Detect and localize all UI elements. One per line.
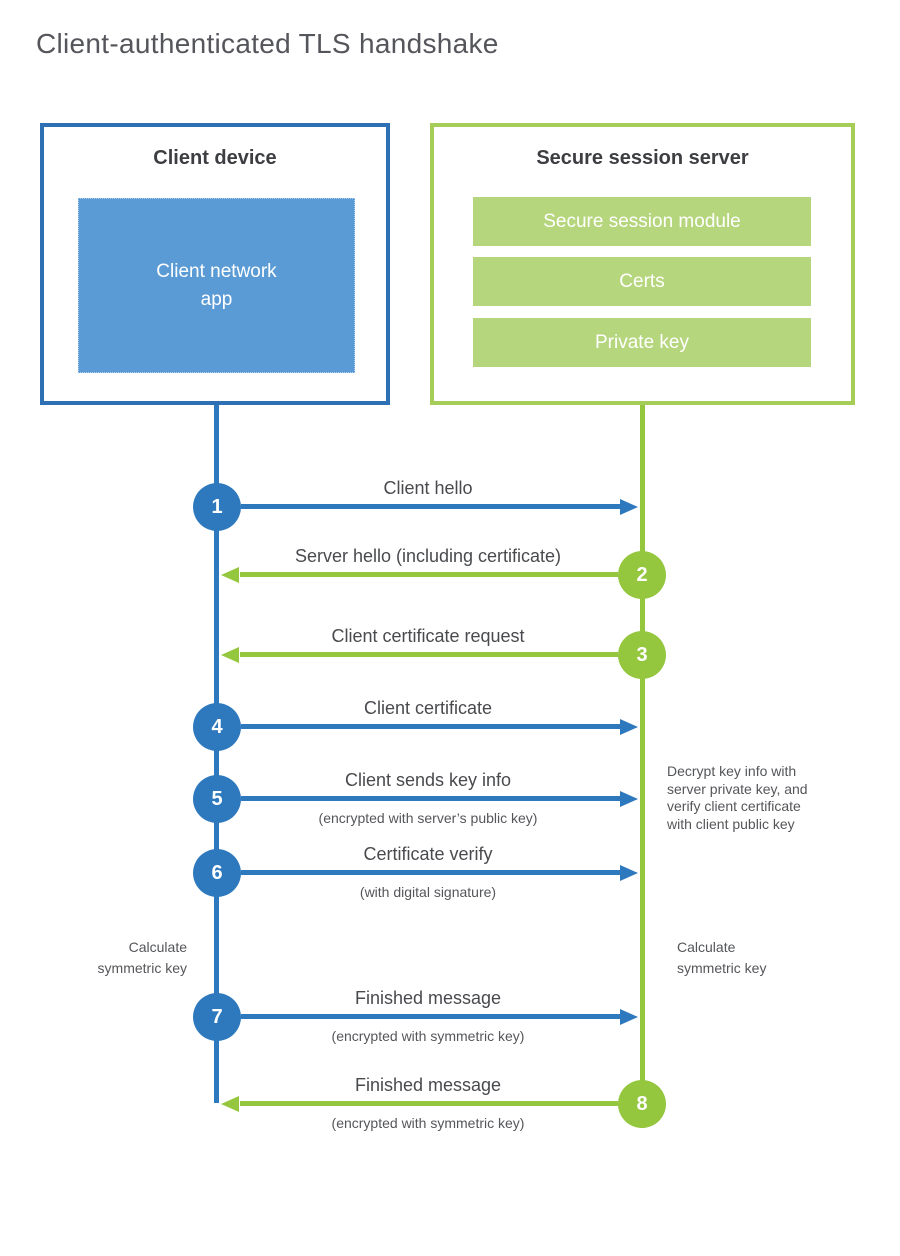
step-2-badge: 2 xyxy=(618,551,666,599)
step-7-badge: 7 xyxy=(193,993,241,1041)
step-6-arrow-shaft xyxy=(241,870,620,875)
step-5-badge: 5 xyxy=(193,775,241,823)
client-lifeline xyxy=(214,405,219,1103)
step-5-arrowhead-right-icon xyxy=(620,791,638,807)
step-2-message: Server hello (including certificate) xyxy=(294,546,562,566)
calculate-symmetric-key-note-client: Calculate symmetric key xyxy=(97,939,187,976)
step-8-badge: 8 xyxy=(618,1080,666,1128)
step-1-arrow-shaft xyxy=(241,504,620,509)
secure-session-server-title: Secure session server xyxy=(536,147,749,169)
step-4-arrow-shaft xyxy=(241,724,620,729)
step-8-arrowhead-left-icon xyxy=(221,1096,239,1112)
decrypt-key-note: Decrypt key info with server private key… xyxy=(667,763,808,832)
step-7-arrowhead-right-icon xyxy=(620,1009,638,1025)
step-3-arrowhead-left-icon xyxy=(221,647,239,663)
server-module-private-key: Private key xyxy=(473,318,811,367)
secure-session-server-box: Secure session server Secure session mod… xyxy=(430,123,855,405)
step-6-badge: 6 xyxy=(193,849,241,897)
client-network-app-box: Client network app xyxy=(78,198,355,373)
step-7-arrow-shaft xyxy=(241,1014,620,1019)
step-2-arrowhead-left-icon xyxy=(221,567,239,583)
step-6-message: Certificate verify xyxy=(363,844,493,864)
step-8-arrow-shaft xyxy=(240,1101,618,1106)
step-8-message: Finished message xyxy=(354,1075,502,1095)
step-8-message-note: (encrypted with symmetric key) xyxy=(331,1115,525,1131)
step-4-message: Client certificate xyxy=(363,698,493,718)
step-4-arrowhead-right-icon xyxy=(620,719,638,735)
step-7-message-note: (encrypted with symmetric key) xyxy=(331,1028,525,1044)
calculate-symmetric-key-note-server: Calculate symmetric key xyxy=(677,939,767,976)
step-5-arrow-shaft xyxy=(241,796,620,801)
client-device-title: Client device xyxy=(153,147,277,169)
step-1-arrowhead-right-icon xyxy=(620,499,638,515)
step-3-message: Client certificate request xyxy=(331,626,525,646)
step-5-message: Client sends key info xyxy=(344,770,512,790)
server-module-certs: Certs xyxy=(473,257,811,306)
step-3-badge: 3 xyxy=(618,631,666,679)
step-2-arrow-shaft xyxy=(240,572,618,577)
step-6-arrowhead-right-icon xyxy=(620,865,638,881)
page-title: Client-authenticated TLS handshake xyxy=(36,28,499,59)
step-6-message-note: (with digital signature) xyxy=(359,884,497,900)
step-1-message: Client hello xyxy=(383,478,473,498)
server-lifeline xyxy=(640,405,645,1128)
step-3-arrow-shaft xyxy=(240,652,618,657)
step-5-message-note: (encrypted with server’s public key) xyxy=(318,810,538,826)
step-7-message: Finished message xyxy=(354,988,502,1008)
server-module-secure-session: Secure session module xyxy=(473,197,811,246)
client-device-box: Client device Client network app xyxy=(40,123,390,405)
step-4-badge: 4 xyxy=(193,703,241,751)
step-1-badge: 1 xyxy=(193,483,241,531)
